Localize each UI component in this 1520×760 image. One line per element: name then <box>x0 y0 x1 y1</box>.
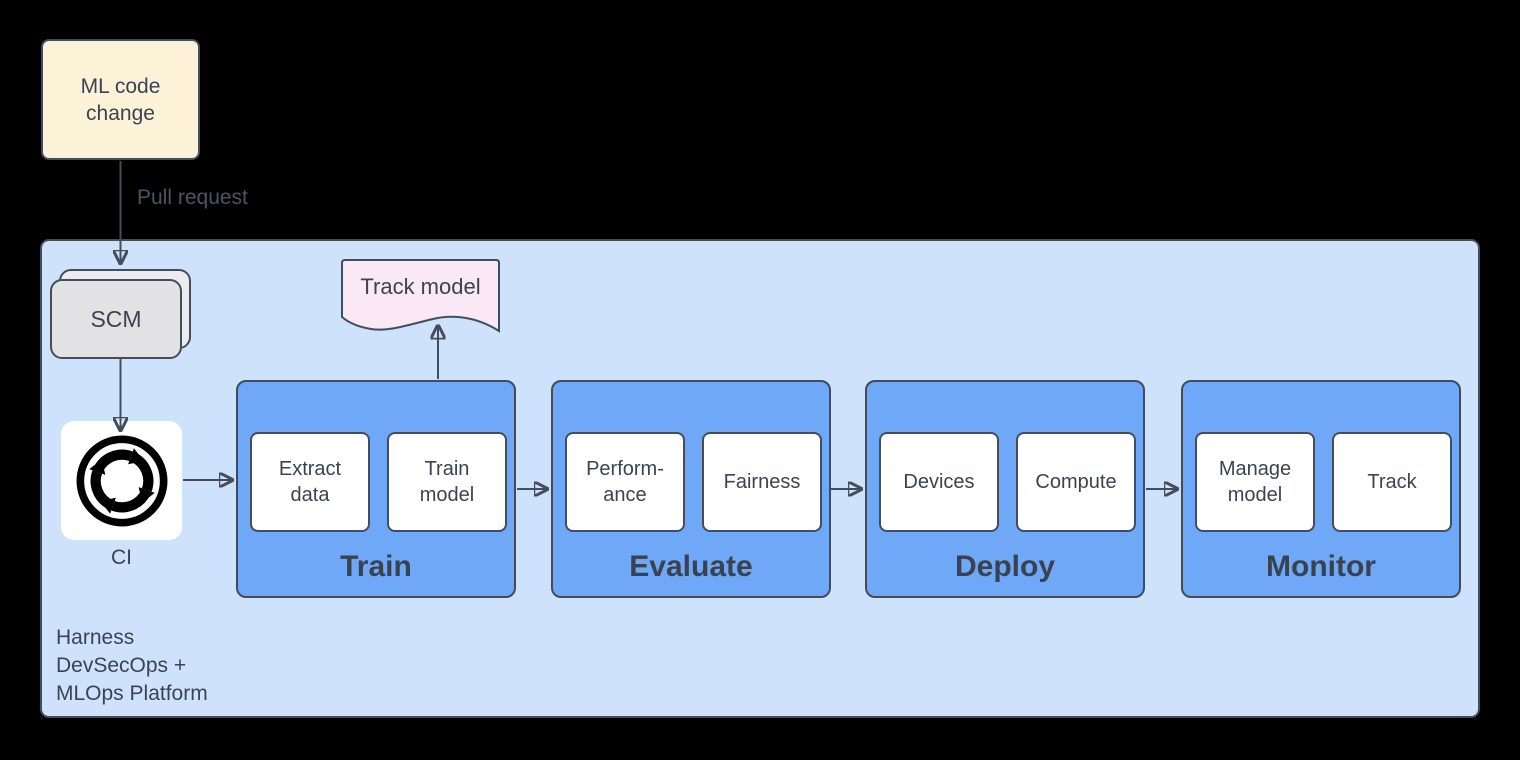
stage-item-train-model: Train model <box>387 432 507 532</box>
ci-node <box>61 421 182 540</box>
stage-train: Extract data Train model Train <box>236 380 516 598</box>
stage-monitor: Manage model Track Monitor <box>1181 380 1461 598</box>
stage-item-devices: Devices <box>879 432 999 532</box>
stage-item-manage-model: Manage model <box>1195 432 1315 532</box>
track-model-label: Track model <box>360 274 481 299</box>
stage-item-performance: Perform- ance <box>565 432 685 532</box>
scm-node: SCM <box>50 279 182 359</box>
document-shape <box>341 259 500 333</box>
stage-item-compute: Compute <box>1016 432 1136 532</box>
stage-item-track: Track <box>1332 432 1452 532</box>
ci-label: CI <box>111 546 132 569</box>
track-model-doc-node: Track model <box>341 259 500 337</box>
stage-evaluate: Perform- ance Fairness Evaluate <box>551 380 831 598</box>
stage-deploy: Devices Compute Deploy <box>865 380 1145 598</box>
platform-label: Harness DevSecOps + MLOps Platform <box>56 626 208 705</box>
stage-item-extract-data: Extract data <box>250 432 370 532</box>
stage-evaluate-label: Evaluate <box>629 550 753 583</box>
stage-deploy-label: Deploy <box>954 550 1056 583</box>
stage-item-fairness: Fairness <box>702 432 822 532</box>
stage-monitor-label: Monitor <box>1266 550 1376 583</box>
pull-request-label: Pull request <box>137 186 248 209</box>
ci-cycle-arrows-icon <box>76 435 167 526</box>
stage-train-label: Train <box>340 550 412 583</box>
ml-code-change-node: ML code change <box>41 39 200 160</box>
